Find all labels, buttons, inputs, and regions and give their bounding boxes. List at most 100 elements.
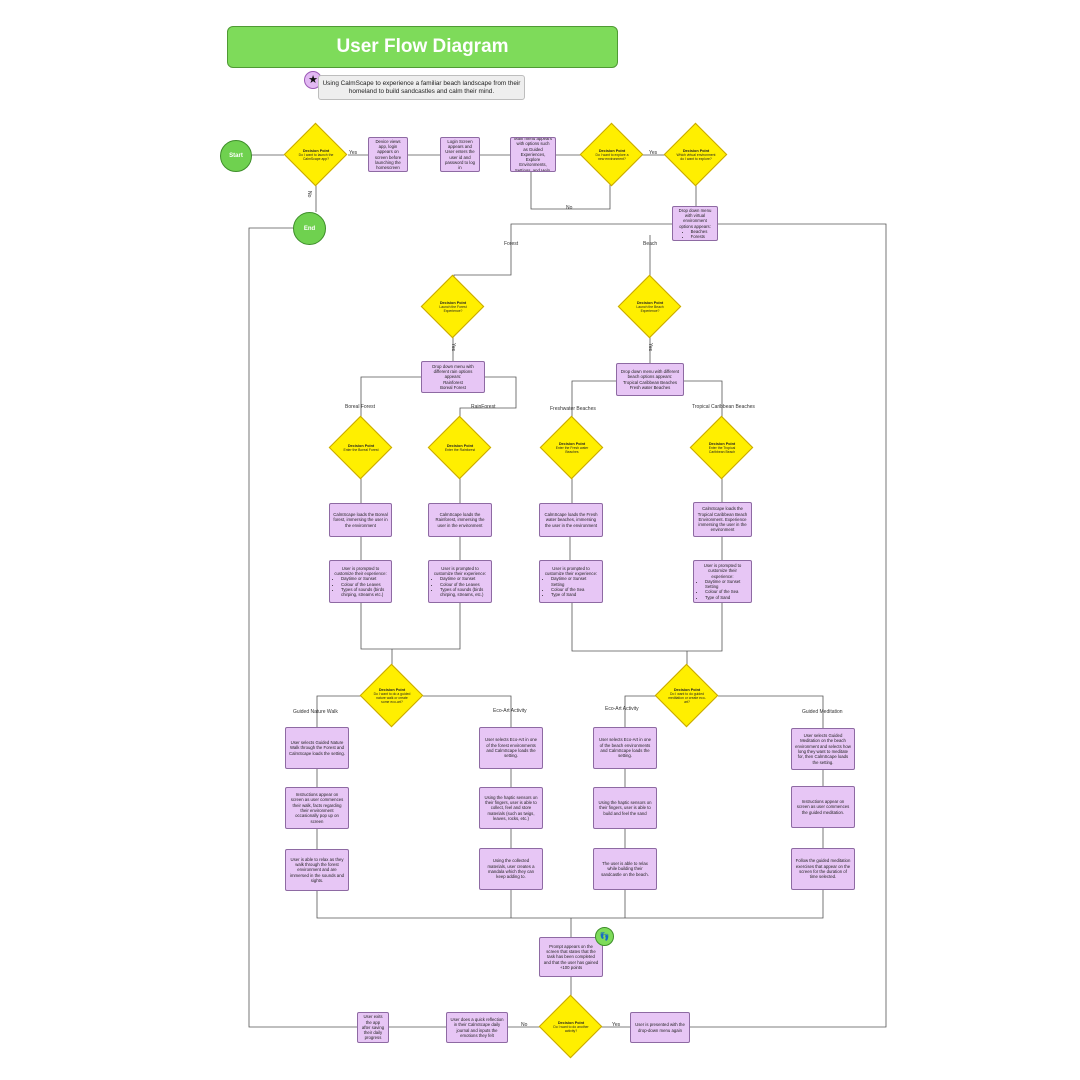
list-item: Types of sounds (birds chirping, streams… [341, 587, 388, 598]
edge-label-yes: Yes [649, 150, 658, 156]
dropdown-again-box: User is presented with the drop-down men… [630, 1012, 690, 1043]
decision-title: Decision Point [378, 687, 406, 692]
box-text: Prompt appears on the screen that states… [543, 943, 599, 970]
beach-dropdown-box: Drop down menu with different beach opti… [616, 363, 684, 396]
list-item: Type of Sand [705, 595, 748, 600]
edge-label-rainforest: RainForest [471, 404, 496, 410]
start-node: Start [220, 140, 252, 172]
box-text: User is prompted to customize their expe… [703, 562, 742, 579]
decision-text: Enter the Fresh water Beaches [555, 445, 589, 455]
box-text: CalmScape loads the Boreal forest, immer… [333, 512, 388, 528]
decision-text: Which virtual environment do I want to e… [676, 152, 716, 162]
meditation-exercise-box: Follow the guided meditation exercises t… [791, 848, 855, 890]
box-text: User is able to relax as they walk throu… [290, 856, 344, 883]
list-item: Colour of the Sea [705, 589, 748, 594]
beach-eco-art-sand-box: Using the haptic sensors on their finger… [593, 787, 657, 829]
decision-title: Decision Point [558, 441, 586, 446]
decision-title: Decision Point [557, 1020, 585, 1025]
box-text: Using the haptic sensors on their finger… [598, 800, 652, 816]
decision-text: Do I want to do a guided nature walk or … [373, 691, 411, 705]
device-login-box: Device views app, login appears on scree… [368, 137, 408, 172]
decision-text: Launch the Forest Experience? [439, 304, 467, 314]
box-text: CalmScape loads the Rainforest, immersin… [435, 512, 485, 528]
main-menu-box: Main menu appears with options such as G… [510, 137, 556, 172]
end-label: End [303, 225, 316, 232]
edge-label-yes: Yes [612, 1022, 621, 1028]
meditation-instructions-box: Instructions appear on screen as user co… [791, 786, 855, 828]
edge-label-guided-walk: Guided Nature Walk [293, 709, 338, 715]
option-line: Fresh water Beaches [629, 384, 671, 390]
edge-label-freshwater: Freshwater Beaches [550, 406, 596, 412]
list-item: Type of Sand [551, 592, 599, 597]
decision-text: Do I want to explore a new environment? [595, 152, 629, 162]
box-text: User selects Guided Meditation on the be… [795, 733, 851, 765]
freshwater-load-box: CalmScape loads the Fresh water beaches,… [539, 503, 603, 537]
edge-label-eco-art-beach: Eco-Art Activity [605, 706, 639, 712]
decision-title: Decision Point [673, 687, 701, 692]
boreal-customize-box: User is prompted to customize their expe… [329, 560, 392, 603]
decision-text: Launch the Beach Experience? [636, 304, 664, 314]
box-text: Instructions appear on screen as user co… [796, 799, 850, 815]
edge-label-tropical: Tropical Caribbean Beaches [692, 404, 755, 410]
option-line: Tropical Caribbean Beaches [622, 379, 678, 385]
decision-title: Decision Point [682, 148, 710, 153]
box-text: Instructions appear on screen as user co… [290, 792, 344, 824]
end-node: End [293, 212, 326, 245]
list-item: Colour of the Sea [551, 587, 599, 592]
edge-label-yes: Yes [349, 150, 358, 156]
box-text: User is prompted to customize their expe… [334, 565, 387, 576]
decision-title: Decision Point [708, 441, 736, 446]
beach-eco-art-relax-box: The user is able to relax while building… [593, 848, 657, 890]
task-complete-prompt-box: Prompt appears on the screen that states… [539, 937, 603, 977]
decision-text: Do I want to do guided meditation or cre… [668, 691, 706, 705]
edge-label-no: No [306, 191, 312, 198]
guided-walk-instructions-box: Instructions appear on screen as user co… [285, 787, 349, 829]
box-text: The user is able to relax while building… [601, 861, 649, 877]
box-text: User is prompted to customize their expe… [433, 565, 487, 576]
decision-text: Do I want to launch the CalmScape app? [298, 152, 334, 162]
list-item: Daytime or Sunset Setting [551, 576, 599, 587]
rainforest-customize-box: User is prompted to customize their expe… [428, 560, 492, 603]
option-line: Boreal Forest [440, 384, 466, 390]
scenario-description: Using CalmScape to experience a familiar… [318, 75, 525, 100]
edge-label-boreal: Boreal Forest [345, 404, 376, 410]
forest-eco-art-mandala-box: Using the collected materials, user crea… [479, 848, 543, 890]
box-text: Follow the guided meditation exercises t… [795, 858, 851, 880]
box-text: Main menu appears with options such as G… [514, 137, 552, 172]
box-text: User exits the app after saving their da… [361, 1014, 385, 1041]
footprints-icon: 👣 [595, 927, 614, 946]
journal-box: User does a quick reflection in their Ca… [446, 1012, 508, 1043]
edge-label-no: No [521, 1022, 528, 1028]
edge-label-no: No [566, 205, 573, 211]
list-item: Types of sounds (birds chirping, streams… [440, 587, 488, 598]
decision-text: Enter the Boreal Forest [343, 448, 379, 452]
list-item: Colour of the Leaves [341, 582, 388, 587]
box-text: Drop down menu with different rain optio… [432, 363, 474, 380]
list-item: Beaches [691, 229, 708, 234]
edge-label-eco-art-forest: Eco-Art Activity [493, 708, 527, 714]
decision-title: Decision Point [302, 148, 330, 153]
guided-walk-select-box: User selects Guided Nature Walk through … [285, 727, 349, 769]
list-item: Daytime or Sunset [341, 576, 388, 581]
tropical-load-box: CalmScape loads the Tropical Caribbean B… [693, 502, 752, 537]
edge-label-yes: Yes [647, 343, 653, 352]
box-text: User selects Eco-Art in one of the beach… [598, 737, 652, 759]
box-text: User is prompted to customize their expe… [544, 565, 598, 576]
forest-dropdown-box: Drop down menu with different rain optio… [421, 361, 485, 393]
box-text: User selects Guided Nature Walk through … [289, 740, 345, 756]
page-title: User Flow Diagram [227, 26, 618, 68]
environment-dropdown-box: Drop down menu with virtual environment … [672, 206, 718, 241]
edge-label-beach: Beach [643, 241, 658, 247]
boreal-load-box: CalmScape loads the Boreal forest, immer… [329, 503, 392, 537]
forest-eco-art-collect-box: Using the haptic sensors on their finger… [479, 787, 543, 829]
decision-title: Decision Point [439, 300, 467, 305]
